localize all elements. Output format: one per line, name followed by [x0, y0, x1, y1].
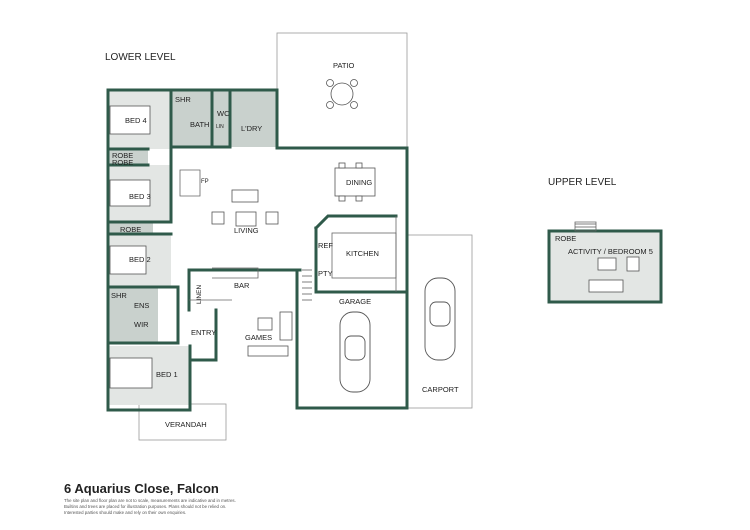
disclaimer-line: Interested parties should make and rely …	[64, 510, 187, 515]
patio-table	[326, 79, 358, 109]
label-bed4: BED 4	[125, 116, 147, 125]
label-robe-bed2: ROBE	[120, 225, 141, 234]
label-ldry: L'DRY	[241, 124, 262, 133]
label-wir: WIR	[134, 320, 149, 329]
label-wc: WC	[217, 109, 230, 118]
label-kitchen: KITCHEN	[346, 249, 379, 258]
ensuite-floor	[108, 287, 158, 343]
label-robe-upper: ROBE	[555, 234, 576, 243]
upper-level-heading: UPPER LEVEL	[548, 177, 617, 188]
label-activity: ACTIVITY / BEDROOM 5	[568, 247, 653, 256]
label-patio: PATIO	[333, 61, 355, 70]
upper-furniture	[588, 256, 640, 293]
label-linen: LINEN	[196, 285, 203, 304]
living-furniture	[211, 189, 279, 227]
label-robe-bed4: ROBE	[112, 151, 133, 160]
games-furniture	[247, 311, 293, 357]
label-bed3: BED 3	[129, 192, 151, 201]
dining-table	[334, 162, 376, 202]
car-carport	[424, 277, 456, 361]
label-lin-small: LIN	[216, 124, 224, 130]
stairs	[302, 223, 596, 301]
label-robe-bed3: ROBE	[112, 158, 133, 167]
label-bed2: BED 2	[129, 255, 151, 264]
walls	[106, 88, 409, 412]
label-fp: FP	[201, 179, 209, 185]
disclaimer-line: The site plan and floor plan are not to …	[64, 498, 236, 503]
label-living: LIVING	[234, 226, 259, 235]
bed-outlines	[109, 105, 153, 389]
label-games: GAMES	[245, 333, 272, 342]
label-shr-upper: SHR	[175, 95, 191, 104]
label-verandah: VERANDAH	[165, 420, 207, 429]
property-address: 6 Aquarius Close, Falcon	[64, 481, 219, 496]
disclaimer: The site plan and floor plan are not to …	[64, 498, 304, 516]
wet-area-upper	[171, 91, 277, 147]
label-ens: ENS	[134, 301, 149, 310]
label-shr-lower: SHR	[111, 291, 127, 300]
car-garage	[339, 311, 371, 393]
label-bed1: BED 1	[156, 370, 178, 379]
label-entry: ENTRY	[191, 328, 216, 337]
label-dining: DINING	[346, 178, 372, 187]
interior-lines	[179, 169, 597, 301]
robe2-floor	[108, 222, 153, 234]
label-garage: GARAGE	[339, 297, 371, 306]
lower-level-heading: LOWER LEVEL	[105, 52, 176, 63]
upper-walls	[547, 229, 663, 304]
label-bar: BAR	[234, 281, 250, 290]
label-bath: BATH	[190, 120, 209, 129]
robes-floor	[108, 149, 148, 165]
disclaimer-line: Builtins and trees are placed for illust…	[64, 504, 227, 509]
label-ref: REF	[318, 241, 333, 250]
label-pty: PTY	[318, 269, 333, 278]
label-carport: CARPORT	[422, 385, 459, 394]
